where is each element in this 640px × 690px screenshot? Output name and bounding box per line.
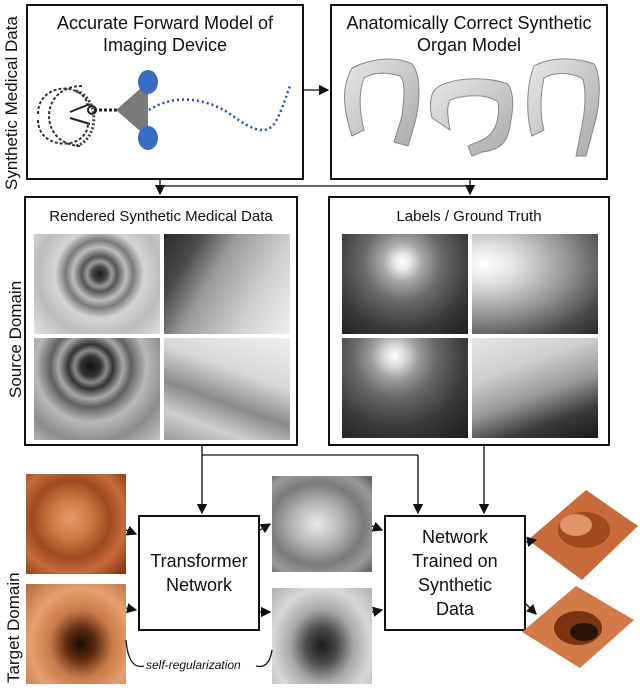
- transformer-network-label: Transformer Network: [150, 551, 248, 595]
- label-image-1: [342, 234, 468, 334]
- label-image-2: [472, 234, 598, 334]
- self-regularization-label: self-regularization: [146, 658, 241, 672]
- transformer-network-box: Transformer Network: [138, 515, 260, 631]
- labels-box: Labels / Ground Truth: [328, 196, 610, 446]
- label-image-3: [342, 338, 468, 438]
- arrow-output2-to-network: [371, 606, 384, 617]
- rendered-image-1: [34, 234, 160, 334]
- arrow-target1-to-transformer: [125, 525, 138, 536]
- organ-model-box: Anatomically Correct Synthetic Organ Mod…: [330, 4, 608, 180]
- arrow-target2-to-transformer: [125, 603, 138, 614]
- target-image-2: [26, 584, 126, 684]
- rendered-image-2: [164, 234, 290, 334]
- rendered-data-box: Rendered Synthetic Medical Data: [24, 196, 298, 446]
- target-image-1: [26, 474, 126, 574]
- network-trained-label: Network Trained on Synthetic Data: [412, 527, 498, 619]
- forward-model-title: Accurate Forward Model of Imaging Device: [56, 13, 274, 55]
- transformed-image-2: [272, 588, 372, 684]
- rendered-image-3: [34, 338, 160, 440]
- endoscope-illustration: [37, 70, 292, 150]
- labels-title: Labels / Ground Truth: [396, 208, 542, 225]
- arrow-network-to-surface1: [525, 536, 538, 547]
- colon-models-illustration: [344, 58, 600, 157]
- arrow-network-to-surface2: [525, 603, 537, 615]
- self-reg-curve-right: [255, 649, 273, 668]
- rendered-image-4: [164, 338, 290, 440]
- forward-model-box: Accurate Forward Model of Imaging Device: [26, 4, 304, 180]
- rendered-data-title: Rendered Synthetic Medical Data: [49, 208, 273, 225]
- organ-model-title: Anatomically Correct Synthetic Organ Mod…: [346, 13, 592, 55]
- network-trained-box: Network Trained on Synthetic Data: [384, 515, 526, 631]
- arrow-transformer-to-output1: [259, 523, 272, 534]
- arrow-output1-to-network: [371, 521, 384, 532]
- transformed-image-1: [272, 476, 372, 572]
- label-image-4: [472, 338, 598, 438]
- self-reg-curve-left: [125, 639, 145, 668]
